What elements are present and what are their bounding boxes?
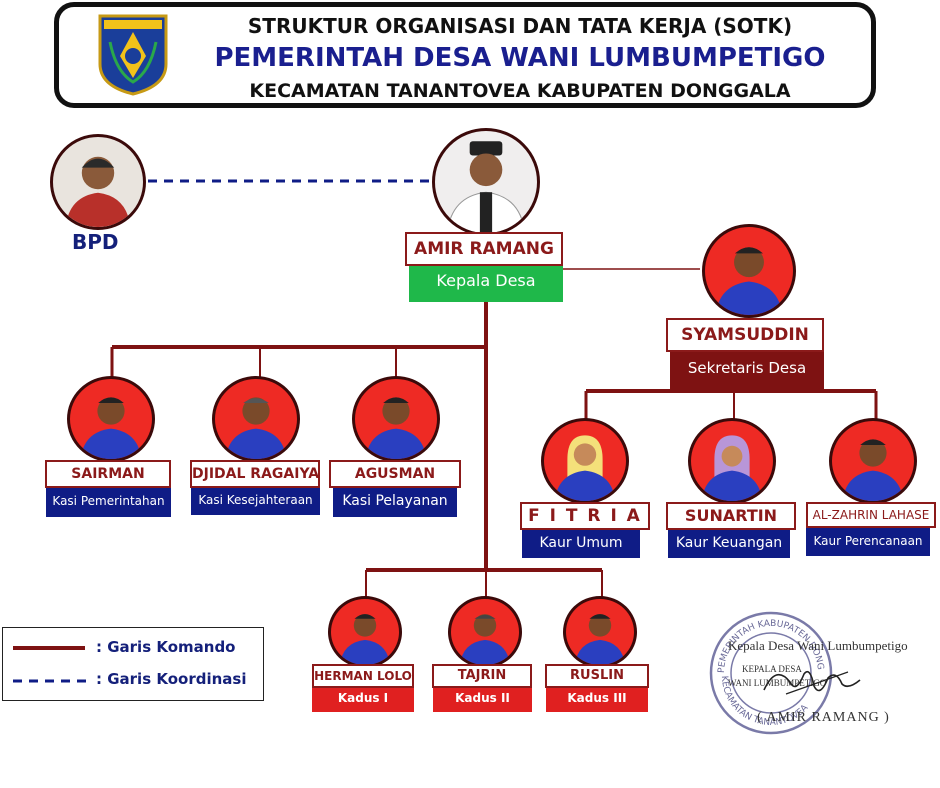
kadus-3-role: Kadus III [546,688,648,712]
sekretaris-desa-role: Sekretaris Desa [670,352,824,390]
title-line-3: KECAMATAN TANANTOVEA KABUPATEN DONGGALA [249,80,791,102]
kaur-perencanaan-name: AL-ZAHRIN LAHASE [806,502,936,528]
kasi-pelayanan-photo [352,376,440,462]
kasi-pemerintahan-photo [67,376,155,462]
kaur-umum-name: F I T R I A [520,502,650,530]
title-line-2: PEMERINTAH DESA WANI LUMBUMPETIGO [214,43,826,73]
kepala-desa-role: Kepala Desa [409,266,563,302]
legend-komando-label: : Garis Komando [96,638,236,656]
kepala-desa-name: AMIR RAMANG [405,232,563,266]
bpd-photo [50,134,146,230]
kasi-kesejahteraan-photo [212,376,300,462]
kadus-1-role: Kadus I [312,688,414,712]
kaur-keuangan-photo [688,418,776,504]
kasi-pemerintahan-role: Kasi Pemerintahan [46,488,171,517]
kadus-3-name: RUSLIN [545,664,649,688]
signature-position: Kepala Desa Wani Lumbumpetigo [728,638,908,653]
kaur-umum-photo [541,418,629,504]
stamp-mid-1: KEPALA DESA [742,664,802,674]
kadus-2-photo [448,596,522,668]
handwritten-signature [763,670,861,695]
kaur-perencanaan-role: Kaur Perencanaan [806,528,930,556]
kadus-1-name: HERMAN LOLO [312,664,414,688]
kaur-umum-role: Kaur Umum [522,530,640,558]
kasi-pelayanan-name: AGUSMAN [329,460,461,488]
kadus-1-photo [328,596,402,668]
sekretaris-desa-name: SYAMSUDDIN [666,318,824,352]
kepala-desa-photo [432,128,540,236]
kadus-2-name: TAJRIN [432,664,532,688]
kasi-kesejahteraan-name: DJIDAL RAGAIYA [190,460,320,488]
kaur-keuangan-name: SUNARTIN [666,502,796,530]
header-banner [54,2,876,108]
signature-name: ( AMIR RAMANG ) [757,710,890,725]
stamp-mid-2: WANI LUMBUMPETIGO [728,678,827,688]
kaur-keuangan-role: Kaur Keuangan [668,530,790,558]
kasi-pelayanan-role: Kasi Pelayanan [333,488,457,517]
kasi-pemerintahan-name: SAIRMAN [45,460,171,488]
kadus-2-role: Kadus II [433,688,532,712]
kadus-3-photo [563,596,637,668]
kaur-perencanaan-photo [829,418,917,504]
title-line-1: STRUKTUR ORGANISASI DAN TATA KERJA (SOTK… [247,14,793,38]
official-stamp: PEMERINTAH KABUPATEN DONGGALA KECAMATAN … [705,603,834,736]
legend-box: : Garis Komando : Garis Koordinasi [2,627,264,701]
donggala-logo [96,12,170,96]
bpd-label: BPD [72,230,119,254]
sekretaris-desa-photo [702,224,796,318]
kasi-kesejahteraan-role: Kasi Kesejahteraan [191,488,320,515]
legend-koordinasi-label: : Garis Koordinasi [96,670,247,688]
